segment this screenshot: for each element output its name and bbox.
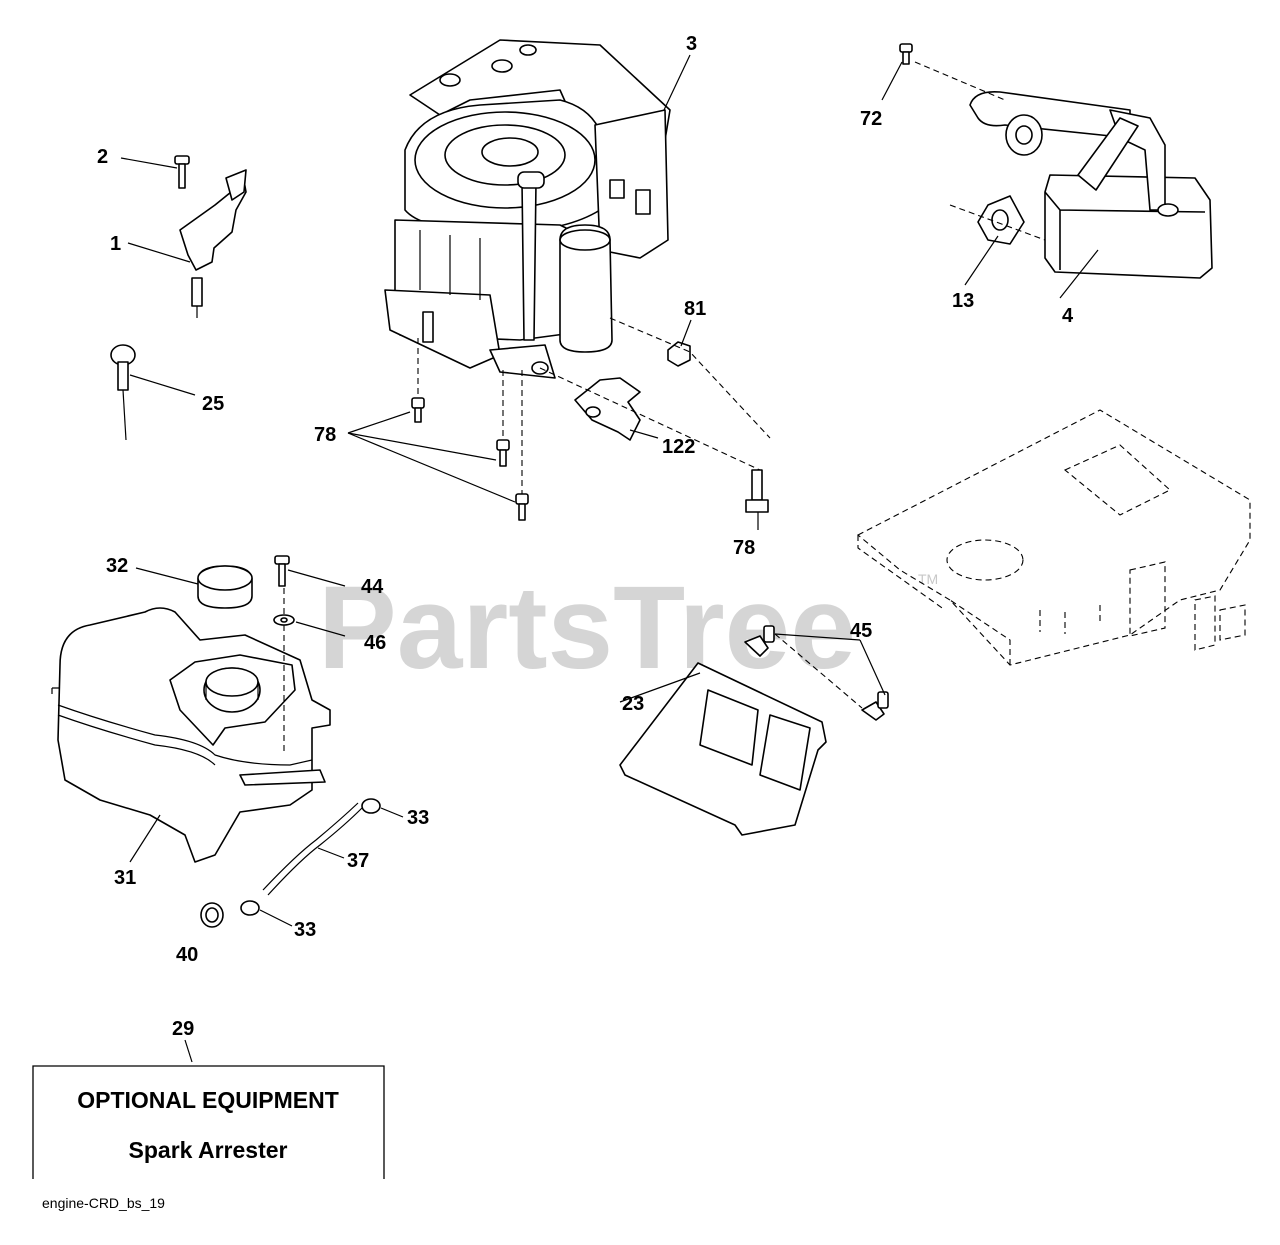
screw-part-2[interactable] (174, 155, 190, 189)
heat-shield-part-23[interactable] (619, 662, 827, 836)
callout-81: 81 (684, 298, 706, 320)
callout-3: 3 (686, 33, 697, 55)
callout-33-lower: 33 (294, 919, 316, 941)
callout-78-right: 78 (733, 537, 755, 559)
callout-13: 13 (952, 290, 974, 312)
muffler-part-4[interactable] (969, 90, 1213, 279)
callout-122: 122 (662, 436, 695, 458)
screw-part-44[interactable] (274, 555, 290, 587)
fuel-cap-part-32[interactable] (197, 565, 253, 609)
choke-control-part-25[interactable] (110, 344, 136, 441)
screw-part-45[interactable] (744, 625, 889, 721)
clamp-part-33-upper[interactable] (361, 798, 381, 814)
callout-46: 46 (364, 632, 386, 654)
shield-part-122[interactable] (574, 377, 641, 441)
clamp-part-33-lower[interactable] (240, 900, 260, 916)
callout-2: 2 (97, 146, 108, 168)
fuel-tank-part-31[interactable] (51, 607, 331, 863)
watermark: PartsTree (318, 562, 856, 694)
callout-78-engine: 78 (314, 424, 336, 446)
bolt-part-72[interactable] (899, 43, 913, 65)
callout-23: 23 (622, 693, 644, 715)
callout-29: 29 (172, 1018, 194, 1040)
callout-31: 31 (114, 867, 136, 889)
callout-1: 1 (110, 233, 121, 255)
optional-equipment-box: OPTIONAL EQUIPMENT Spark Arrester (32, 1065, 385, 1179)
bolt-part-78-right[interactable] (745, 469, 769, 513)
leader-lines (120, 54, 1099, 1063)
callout-45: 45 (850, 620, 872, 642)
watermark-trademark: TM (918, 571, 938, 587)
callout-40: 40 (176, 944, 198, 966)
callout-labels: 3 2 1 25 72 13 4 81 122 78 78 32 44 46 4… (97, 33, 1074, 1040)
bolt-part-78-engine[interactable] (411, 397, 529, 521)
callout-25: 25 (202, 393, 224, 415)
grommet-part-40[interactable] (200, 902, 224, 928)
optional-equipment-subtitle: Spark Arrester (129, 1137, 288, 1163)
callout-4: 4 (1062, 305, 1074, 327)
callout-33-upper: 33 (407, 807, 429, 829)
throttle-control-part-1[interactable] (179, 169, 247, 318)
optional-equipment-title: OPTIONAL EQUIPMENT (77, 1087, 339, 1113)
tractor-frame (857, 409, 1251, 666)
engine-part-3[interactable] (384, 39, 671, 379)
washer-part-46[interactable] (273, 614, 295, 626)
diagram-code: engine-CRD_bs_19 (42, 1195, 165, 1211)
gasket-part-13[interactable] (977, 195, 1025, 245)
fuel-line-part-37[interactable] (262, 802, 363, 896)
callout-44: 44 (361, 576, 384, 598)
callout-37: 37 (347, 850, 369, 872)
callout-32: 32 (106, 555, 128, 577)
nut-part-81[interactable] (667, 341, 691, 367)
callout-72: 72 (860, 108, 882, 130)
